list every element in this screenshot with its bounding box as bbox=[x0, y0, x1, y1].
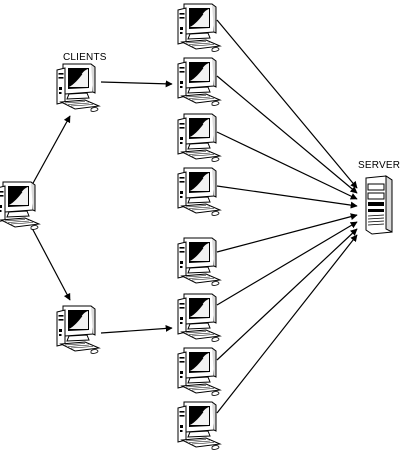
client-computers bbox=[0, 3, 221, 450]
lower-client-computer-icon bbox=[56, 305, 100, 354]
server-label: SERVER bbox=[358, 160, 400, 171]
arrow-client-1-to-server bbox=[216, 19, 358, 189]
arrow-client-6-to-server bbox=[216, 221, 358, 306]
outer-client-2-computer-icon bbox=[177, 57, 221, 106]
outer-client-4-computer-icon bbox=[177, 167, 221, 216]
arrow-root-to-upper-client bbox=[31, 115, 71, 186]
upper-client-computer-icon bbox=[56, 63, 100, 112]
server-tower-icon bbox=[365, 175, 393, 235]
outer-client-6-computer-icon bbox=[177, 293, 221, 342]
arrow-client-8-to-server bbox=[216, 234, 358, 414]
outer-client-7-computer-icon bbox=[177, 347, 221, 396]
arrow-lower-client-to-outer bbox=[100, 324, 173, 334]
outer-client-3-computer-icon bbox=[177, 113, 221, 162]
arrow-root-to-lower-client bbox=[31, 227, 71, 301]
arrow-client-3-to-server bbox=[216, 131, 358, 200]
arrow-client-4-to-server bbox=[216, 185, 358, 209]
arrow-client-5-to-server bbox=[216, 213, 358, 253]
root-client-computer-icon bbox=[0, 181, 40, 230]
outer-client-5-computer-icon bbox=[177, 237, 221, 286]
clients-label: CLIENTS bbox=[63, 52, 107, 63]
arrow-client-2-to-server bbox=[216, 75, 358, 194]
outer-client-1-computer-icon bbox=[177, 3, 221, 52]
arrow-client-7-to-server bbox=[216, 228, 358, 361]
connection-arrows bbox=[31, 19, 358, 414]
arrow-upper-client-to-outer bbox=[100, 80, 173, 88]
outer-client-8-computer-icon bbox=[177, 401, 221, 450]
